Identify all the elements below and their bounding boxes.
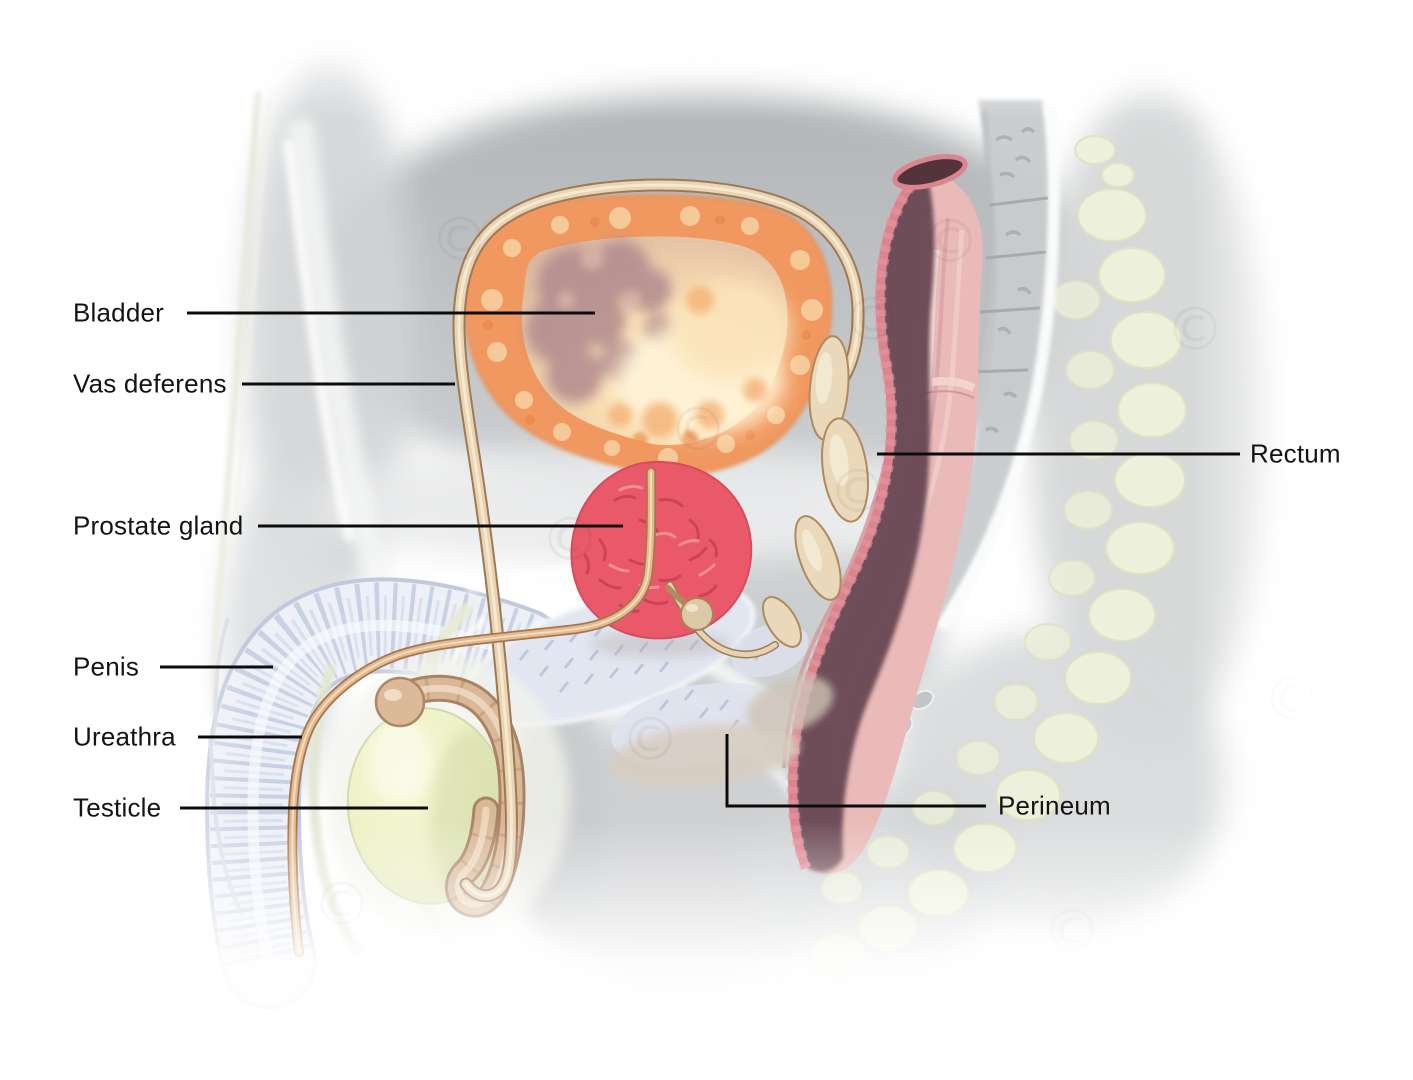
label-vas-deferens: Vas deferens [73,368,227,399]
label-ureathra: Ureathra [73,721,176,752]
watermark-icon: © [540,505,600,575]
watermark-icon: © [842,285,902,355]
label-prostate-gland: Prostate gland [73,510,244,541]
watermark-icon: © [920,207,980,277]
bladder [464,194,832,500]
label-testicle: Testicle [73,792,162,823]
perineum-leader-line [725,734,986,808]
perineal-body [610,723,800,787]
label-rectum: Rectum [1250,438,1341,469]
watermark-icon: © [668,395,728,465]
watermark-icon: © [828,457,888,527]
epididymis [374,676,512,904]
leader-lines [160,311,1240,810]
seminal-vesicles [670,335,869,655]
prostate-texture [583,494,718,613]
label-bladder: Bladder [73,297,165,328]
rectum-opening [892,154,968,190]
watermark-icon: © [620,705,680,775]
watermark-icon: © [430,205,490,275]
prostate-gland [570,460,753,658]
bladder-wall-texture [481,206,823,468]
epididymis-head [374,676,426,728]
bulbourethral-gland [665,585,714,631]
label-perineum: Perineum [998,790,1111,821]
label-penis: Penis [73,651,140,682]
